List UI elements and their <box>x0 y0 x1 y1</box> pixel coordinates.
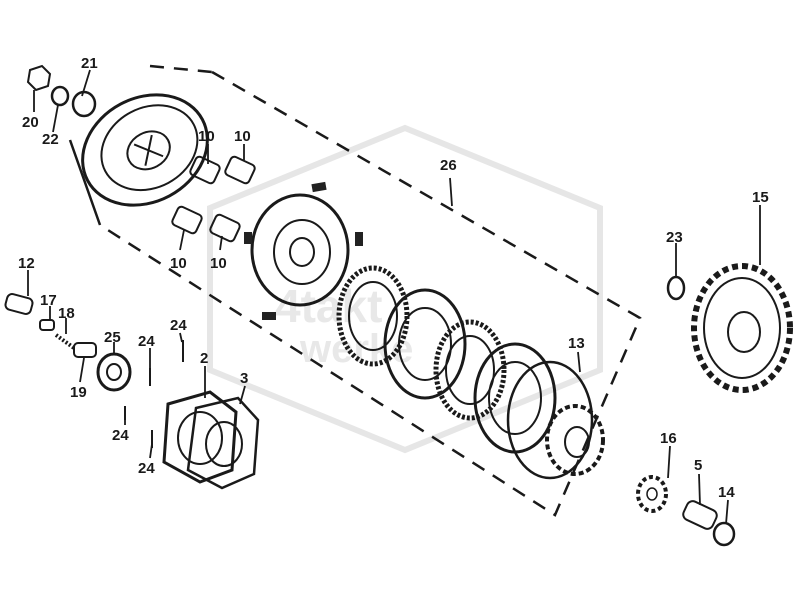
washer <box>666 275 686 301</box>
callout-2: 2 <box>200 350 208 367</box>
thrust-washer <box>712 521 736 547</box>
callout-10-d: 10 <box>210 255 227 272</box>
callout-24-b: 24 <box>138 333 155 350</box>
friction-plate-1 <box>336 265 410 367</box>
circlip <box>506 360 594 480</box>
starter-gear <box>636 475 668 513</box>
callout-19: 19 <box>70 384 87 401</box>
clutch-hub <box>244 181 363 320</box>
callout-16: 16 <box>660 430 677 447</box>
callout-10-c: 10 <box>170 255 187 272</box>
callout-14: 14 <box>718 484 735 501</box>
callout-25: 25 <box>104 329 121 346</box>
callout-24-a: 24 <box>170 317 187 334</box>
callouts: 21 20 22 10 10 10 10 26 15 23 12 17 18 1… <box>18 55 769 501</box>
push-rod-pin <box>39 319 55 331</box>
callout-20: 20 <box>22 114 39 131</box>
callout-24-c: 24 <box>112 427 129 444</box>
callout-23: 23 <box>666 229 683 246</box>
watermark-line1: 4takt <box>275 280 382 332</box>
leader-lines <box>27 69 761 525</box>
drive-gear-small <box>545 404 605 476</box>
clutch-cover <box>162 390 238 484</box>
tab-washer <box>71 90 97 118</box>
bearing <box>96 352 132 392</box>
steel-plate-1 <box>383 288 467 400</box>
callout-24-d: 24 <box>138 460 155 477</box>
callout-26: 26 <box>440 157 457 174</box>
push-rod-spring <box>54 333 76 350</box>
callout-10-b: 10 <box>234 128 251 145</box>
callout-15: 15 <box>752 189 769 206</box>
lock-washer <box>50 85 70 107</box>
friction-plate-2 <box>433 319 507 421</box>
callout-21: 21 <box>81 55 98 72</box>
steel-plate-2 <box>473 342 557 454</box>
push-rod-cap <box>4 293 34 315</box>
callout-10-a: 10 <box>198 128 215 145</box>
clutch-bell-housing <box>81 93 209 207</box>
callout-3: 3 <box>240 370 248 387</box>
callout-13: 13 <box>568 335 585 352</box>
screws <box>124 340 184 448</box>
callout-5: 5 <box>694 457 702 474</box>
primary-driven-gear <box>691 263 793 393</box>
clutch-rollers <box>171 155 256 243</box>
callout-17: 17 <box>40 292 57 309</box>
clutch-nut <box>26 64 52 92</box>
bushing <box>682 500 718 530</box>
callout-22: 22 <box>42 131 59 148</box>
push-rod-sleeve <box>73 342 97 358</box>
cover-gasket <box>186 396 260 490</box>
callout-18: 18 <box>58 305 75 322</box>
callout-12: 12 <box>18 255 35 272</box>
